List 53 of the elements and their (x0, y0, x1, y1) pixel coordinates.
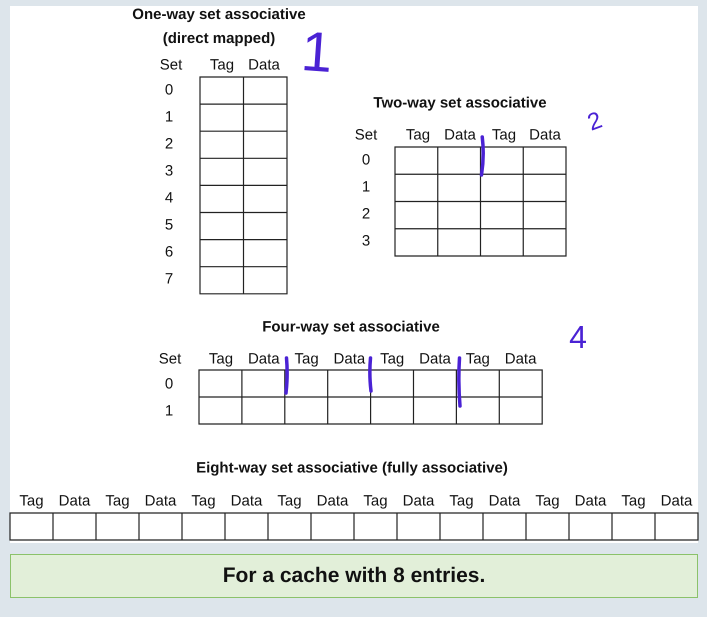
column-header: Set (354, 126, 378, 144)
row-number: 2 (362, 205, 370, 223)
row-number: 0 (362, 151, 370, 169)
table-title: Eight-way set associative (fully associative) (196, 459, 508, 477)
column-header: Tag (208, 350, 234, 368)
column-header: Tag (492, 126, 516, 144)
column-header: Tag (406, 126, 430, 144)
row-number: 6 (164, 243, 174, 261)
column-header: Data (248, 56, 280, 74)
column-header: Tag (19, 492, 44, 510)
row-number: 3 (164, 162, 174, 180)
column-header: Tag (363, 492, 388, 510)
row-number: 1 (362, 178, 370, 196)
column-header: Set (160, 56, 182, 74)
column-header: Data (230, 492, 262, 510)
table-title: Two-way set associative (373, 94, 547, 112)
column-header: Tag (449, 492, 474, 510)
column-header: Data (504, 350, 536, 368)
column-header: Data (529, 126, 561, 144)
column-header: Data (574, 492, 606, 510)
column-header: Tag (105, 492, 130, 510)
column-header: Set (158, 350, 182, 368)
column-header: Tag (621, 492, 646, 510)
row-number: 0 (164, 375, 174, 393)
column-header: Tag (294, 350, 319, 368)
handwritten-number: 4 (569, 321, 587, 353)
column-header: Tag (466, 350, 490, 368)
column-header: Tag (380, 350, 404, 368)
column-header: Data (402, 492, 434, 510)
column-header: Data (444, 126, 476, 144)
column-header: Tag (191, 492, 216, 510)
row-number: 1 (164, 402, 174, 420)
column-header: Data (144, 492, 176, 510)
row-number: 3 (362, 232, 370, 250)
column-header: Tag (210, 56, 234, 74)
column-header: Data (58, 492, 90, 510)
column-header: Tag (277, 492, 302, 510)
row-number: 5 (164, 216, 174, 234)
column-header: Data (488, 492, 520, 510)
column-header: Data (248, 350, 280, 368)
handwritten-number: 2 (584, 108, 606, 136)
table-title: Four-way set associative (262, 318, 440, 336)
column-header: Data (660, 492, 692, 510)
row-number: 4 (164, 189, 174, 207)
caption-banner: For a cache with 8 entries. (10, 554, 698, 598)
row-number: 0 (164, 81, 174, 99)
row-number: 7 (164, 270, 174, 288)
column-header: Data (316, 492, 348, 510)
row-number: 1 (164, 108, 174, 126)
row-number: 2 (164, 135, 174, 153)
column-header: Tag (535, 492, 560, 510)
column-header: Data (419, 350, 451, 368)
column-header: Data (334, 350, 366, 368)
